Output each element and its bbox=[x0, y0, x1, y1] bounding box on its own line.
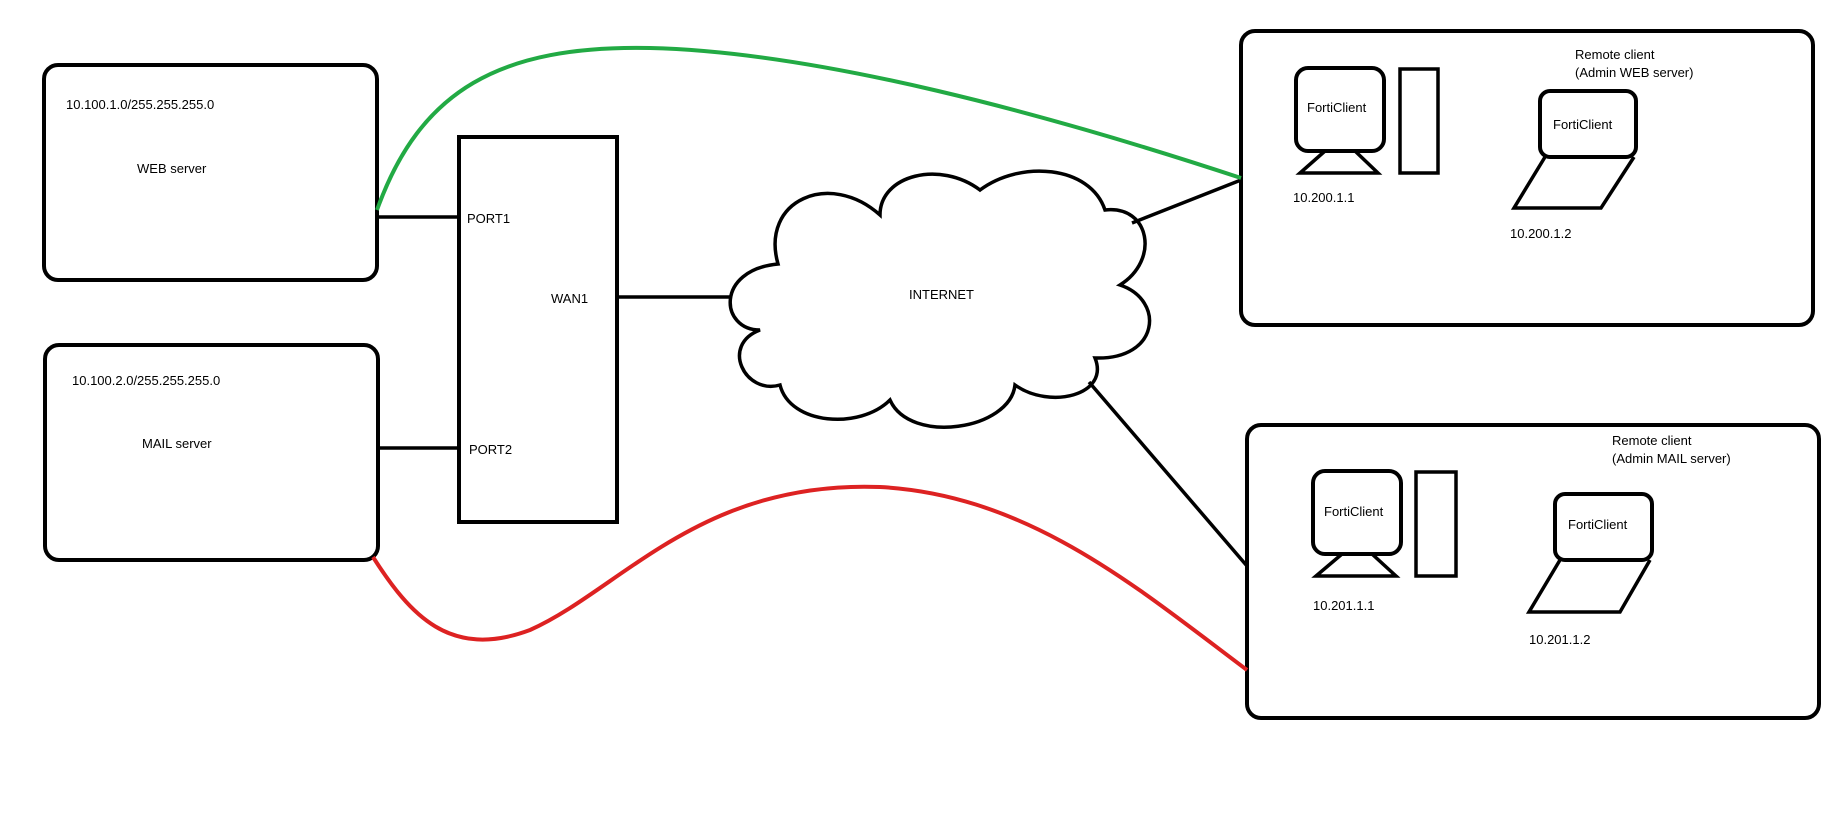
firewall-port1-label: PORT1 bbox=[467, 211, 510, 226]
laptop-base-icon bbox=[1525, 559, 1652, 614]
remote-web-title-line1: Remote client bbox=[1575, 47, 1655, 62]
internet-to-remote-mail-link bbox=[1087, 380, 1249, 568]
remote-web-desktop-ip: 10.200.1.1 bbox=[1293, 190, 1354, 205]
firewall-wan1-label: WAN1 bbox=[551, 291, 588, 306]
web-server-label: WEB server bbox=[137, 161, 207, 176]
remote-mail-title-line2: (Admin MAIL server) bbox=[1612, 451, 1731, 466]
firewall-port2-label: PORT2 bbox=[469, 442, 512, 457]
remote-web-desktop: FortiClient 10.200.1.1 bbox=[1293, 66, 1440, 205]
remote-client-web-node: Remote client (Admin WEB server) FortiCl… bbox=[1239, 29, 1815, 327]
internet-label: INTERNET bbox=[909, 287, 974, 302]
internet-to-remote-web-link bbox=[1131, 178, 1242, 225]
desktop-tower-icon bbox=[1414, 470, 1458, 578]
desktop-stand-icon bbox=[1295, 149, 1383, 175]
web-server-subnet: 10.100.1.0/255.255.255.0 bbox=[66, 97, 214, 112]
remote-mail-desktop-ip: 10.201.1.1 bbox=[1313, 598, 1374, 613]
mail-vpn-tunnel-link bbox=[371, 484, 1249, 672]
remote-web-laptop-label: FortiClient bbox=[1553, 117, 1613, 132]
mail-server-label: MAIL server bbox=[142, 436, 212, 451]
desktop-stand-icon bbox=[1311, 552, 1401, 578]
remote-web-desktop-label: FortiClient bbox=[1307, 100, 1367, 115]
web-server-node: 10.100.1.0/255.255.255.0 WEB server bbox=[42, 63, 379, 282]
firewall-node: PORT1 PORT2 WAN1 bbox=[457, 135, 619, 524]
desktop-tower-icon bbox=[1398, 67, 1440, 175]
mail-server-node: 10.100.2.0/255.255.255.0 MAIL server bbox=[43, 343, 380, 562]
web-vpn-tunnel-link bbox=[375, 45, 1242, 211]
remote-client-mail-node: Remote client (Admin MAIL server) FortiC… bbox=[1245, 423, 1821, 720]
cloud-outline bbox=[728, 169, 1152, 429]
mail-server-subnet: 10.100.2.0/255.255.255.0 bbox=[72, 373, 220, 388]
laptop-base-icon bbox=[1510, 156, 1636, 210]
remote-mail-laptop: FortiClient 10.201.1.2 bbox=[1525, 492, 1654, 647]
remote-mail-laptop-ip: 10.201.1.2 bbox=[1529, 632, 1590, 647]
remote-web-title-line2: (Admin WEB server) bbox=[1575, 65, 1693, 80]
remote-mail-title-line1: Remote client bbox=[1612, 433, 1692, 448]
remote-mail-desktop-label: FortiClient bbox=[1324, 504, 1384, 519]
internet-cloud: INTERNET bbox=[728, 169, 1152, 429]
remote-mail-laptop-label: FortiClient bbox=[1568, 517, 1628, 532]
remote-mail-desktop: FortiClient 10.201.1.1 bbox=[1311, 469, 1458, 613]
remote-web-laptop-ip: 10.200.1.2 bbox=[1510, 226, 1571, 241]
remote-web-laptop: FortiClient 10.200.1.2 bbox=[1510, 89, 1638, 241]
